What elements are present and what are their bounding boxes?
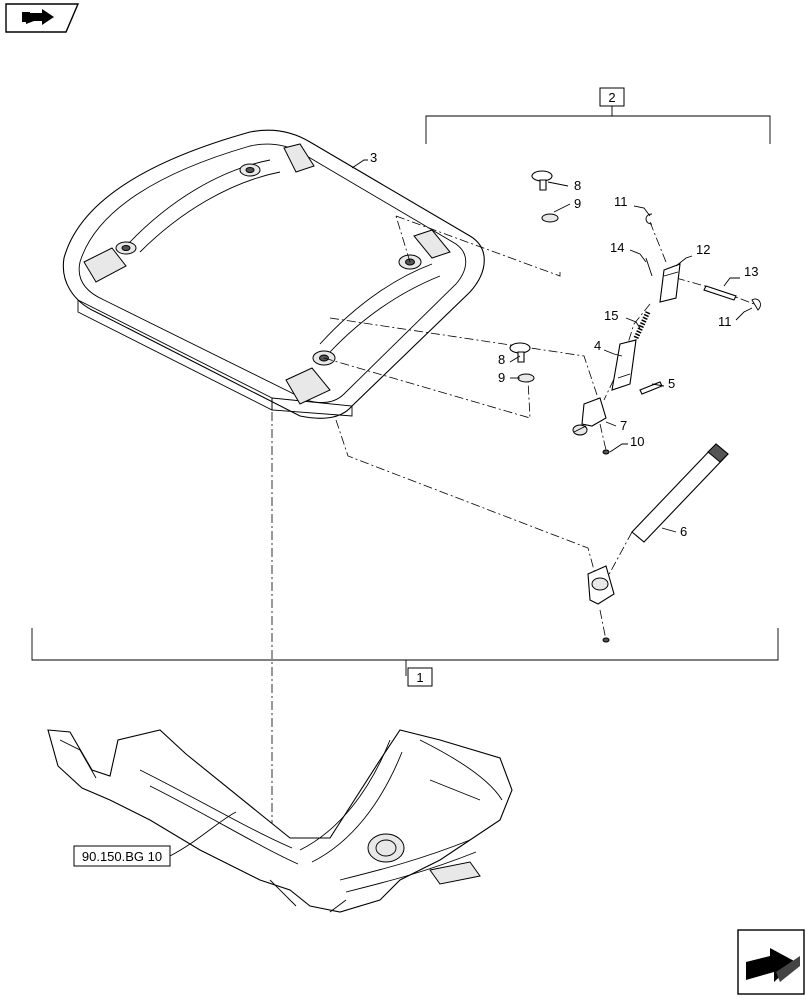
callout-8-lower: 8: [498, 352, 505, 367]
callout-14: 14: [610, 240, 624, 255]
slide-4: [611, 339, 637, 391]
callout-6: 6: [680, 524, 687, 539]
latch-7: [572, 397, 607, 436]
callout-leaders: [351, 159, 753, 533]
assembly-label-1: 1: [416, 670, 423, 685]
callout-8-top: 8: [574, 178, 581, 193]
bracket-12: [659, 263, 681, 303]
cab-frame: [47, 729, 513, 913]
callout-13: 13: [744, 264, 758, 279]
reference-label[interactable]: 90.150.BG 10: [73, 811, 237, 867]
callout-12: 12: [696, 242, 710, 257]
callout-9-top: 9: [574, 196, 581, 211]
callout-7: 7: [620, 418, 627, 433]
clip-11-right: [751, 298, 761, 311]
callout-3: 3: [370, 150, 377, 165]
clip-11-top: [645, 213, 653, 225]
screw-lower: [602, 637, 610, 643]
washer-9-top: [541, 213, 559, 223]
pin-5: [639, 381, 663, 395]
callout-9-lower: 9: [498, 370, 505, 385]
callout-5: 5: [668, 376, 675, 391]
knob-8-top: [531, 170, 553, 191]
pin-13: [703, 285, 737, 301]
callout-11-top: 11: [614, 194, 628, 209]
callout-10: 10: [630, 434, 644, 449]
screw-10: [602, 449, 610, 455]
roof-panel: [62, 129, 485, 419]
reference-text: 90.150.BG 10: [82, 849, 162, 864]
main-assembly-bracket: 1: [31, 628, 779, 687]
sub-assembly-bracket: 2: [425, 87, 771, 144]
callout-4: 4: [594, 338, 601, 353]
next-page-arrow-icon[interactable]: [737, 929, 805, 995]
knob-8-lower: [509, 342, 531, 363]
assembly-leader-lines: [271, 215, 755, 850]
assembly-label-2: 2: [608, 90, 615, 105]
callout-11-right: 11: [718, 314, 732, 329]
washer-9-lower: [517, 373, 535, 383]
latch-assembled: [587, 565, 615, 605]
pin-14: [645, 257, 653, 277]
previous-page-arrow-icon[interactable]: [5, 3, 80, 33]
strut-6: [631, 443, 729, 543]
callout-15: 15: [604, 308, 618, 323]
